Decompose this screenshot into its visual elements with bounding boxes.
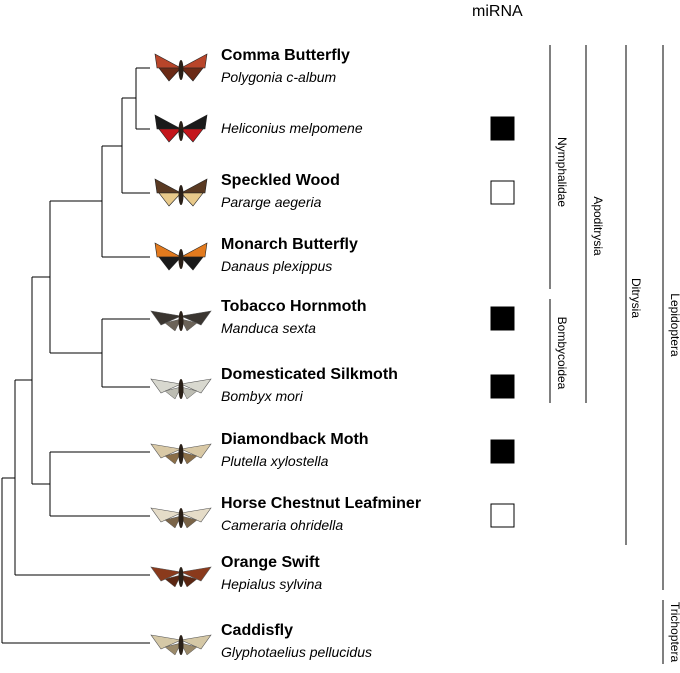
caddisfly-image (150, 634, 212, 656)
heliconius-butterfly-image (154, 114, 208, 143)
clade-label-trichoptera: Trichoptera (668, 601, 680, 663)
taxon-common-name: Diamondback Moth (221, 431, 369, 448)
silkmoth-image (150, 378, 212, 400)
taxon-scientific-name: Glyphotaelius pellucidus (221, 644, 372, 660)
taxon-common-name: Domesticated Silkmoth (221, 366, 398, 383)
hornmoth-image (150, 310, 212, 332)
mirna-present-box (490, 374, 515, 399)
taxon-scientific-name: Hepialus sylvina (221, 576, 323, 592)
taxon-common-name: Orange Swift (221, 554, 320, 571)
diamondback-moth-image (150, 443, 212, 465)
mirna-present-box (490, 306, 515, 331)
taxon-common-name: Caddisfly (221, 622, 294, 639)
leafminer-moth-image (150, 507, 212, 529)
taxon-common-name: Horse Chestnut Leafminer (221, 495, 422, 512)
mirna-absent-box (490, 180, 515, 205)
mirna-present-box (490, 116, 515, 141)
taxon-scientific-name: Heliconius melpomene (221, 120, 363, 136)
clade-label-nymphalidae: Nymphalidae (555, 136, 569, 208)
taxon-scientific-name: Pararge aegeria (221, 194, 322, 210)
clade-label-lepidoptera: Lepidoptera (668, 293, 680, 357)
speckled-wood-butterfly-image (154, 178, 208, 207)
mirna-absent-box (490, 503, 515, 528)
taxon-common-name: Comma Butterfly (221, 47, 350, 64)
taxon-common-name: Monarch Butterfly (221, 236, 358, 253)
mirna-present-box (490, 439, 515, 464)
monarch-butterfly-image (154, 242, 208, 271)
taxon-scientific-name: Danaus plexippus (221, 258, 333, 274)
orange-swift-moth-image (150, 566, 212, 588)
mirna-column-header: miRNA (472, 3, 523, 20)
taxon-scientific-name: Manduca sexta (221, 320, 316, 336)
taxon-common-name: Speckled Wood (221, 172, 340, 189)
taxon-common-name: Tobacco Hornmoth (221, 298, 367, 315)
clade-label-bombycoidea: Bombycoidea (555, 316, 569, 390)
clade-label-apoditrysia: Apoditrysia (591, 196, 605, 256)
taxon-scientific-name: Bombyx mori (221, 388, 303, 404)
clade-label-ditrysia: Ditrysia (629, 277, 643, 319)
comma-butterfly-image (154, 53, 208, 82)
taxon-scientific-name: Cameraria ohridella (221, 517, 344, 533)
taxon-scientific-name: Polygonia c-album (221, 69, 337, 85)
taxon-scientific-name: Plutella xylostella (221, 453, 329, 469)
